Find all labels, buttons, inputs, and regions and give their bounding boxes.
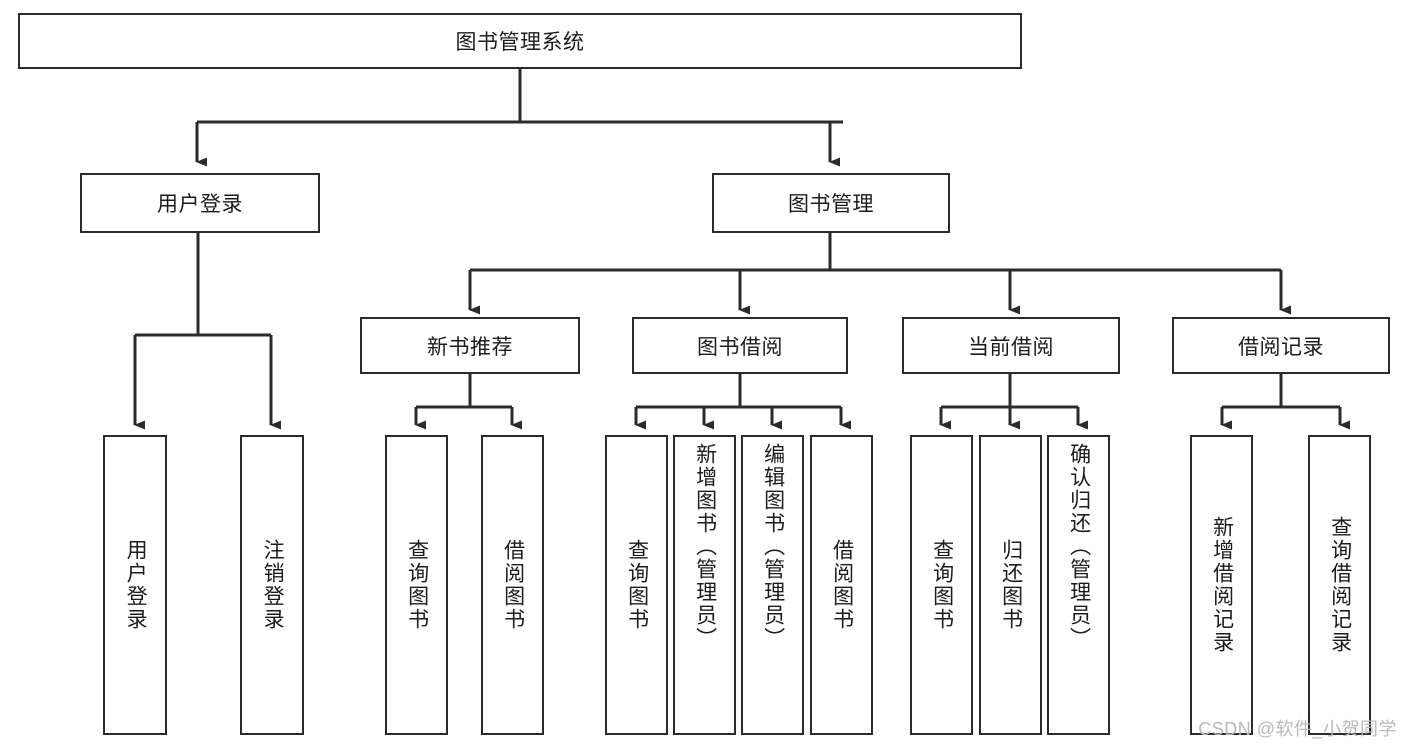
node-current-borrow[interactable]: 当前借阅 [902,317,1120,374]
leaf-book-borrow-add[interactable]: 新增图书（管理员） [673,435,736,735]
leaf-label: 借阅图书 [830,539,854,631]
node-book-management[interactable]: 图书管理 [712,173,950,233]
node-root[interactable]: 图书管理系统 [18,13,1022,69]
leaf-label: 确认归还（管理员） [1067,443,1091,650]
leaf-label: 注销登录 [261,539,285,631]
leaf-book-borrow-edit[interactable]: 编辑图书（管理员） [741,435,804,735]
leaf-label: 新增图书（管理员） [693,443,717,650]
leaf-label: 查询图书 [930,539,954,631]
leaf-book-borrow-lend[interactable]: 借阅图书 [810,435,873,735]
node-new-book-recommend-label: 新书推荐 [427,335,513,359]
leaf-current-borrow-query[interactable]: 查询图书 [910,435,973,735]
node-new-book-recommend[interactable]: 新书推荐 [360,317,580,374]
node-book-borrow-label: 图书借阅 [697,335,783,359]
leaf-book-borrow-query[interactable]: 查询图书 [605,435,668,735]
node-borrow-record[interactable]: 借阅记录 [1172,317,1390,374]
leaf-new-book-borrow[interactable]: 借阅图书 [481,435,544,735]
leaf-label: 编辑图书（管理员） [761,443,785,650]
leaf-label: 归还图书 [999,539,1023,631]
leaf-label: 查询图书 [625,539,649,631]
leaf-borrow-record-add[interactable]: 新增借阅记录 [1190,435,1253,735]
leaf-label: 查询图书 [405,539,429,631]
node-book-management-label: 图书管理 [788,193,874,216]
node-book-borrow[interactable]: 图书借阅 [632,317,848,374]
leaf-borrow-record-query[interactable]: 查询借阅记录 [1308,435,1371,735]
leaf-new-book-query[interactable]: 查询图书 [385,435,448,735]
leaf-user-login-signin[interactable]: 用户登录 [103,435,167,735]
node-borrow-record-label: 借阅记录 [1238,335,1324,359]
node-user-login-label: 用户登录 [157,193,243,216]
leaf-current-borrow-return[interactable]: 归还图书 [979,435,1042,735]
node-user-login[interactable]: 用户登录 [80,173,320,233]
node-root-label: 图书管理系统 [455,31,585,54]
leaf-label: 借阅图书 [501,539,525,631]
leaf-label: 新增借阅记录 [1210,516,1234,654]
node-current-borrow-label: 当前借阅 [968,335,1054,359]
leaf-label: 用户登录 [124,539,148,631]
leaf-current-borrow-confirm[interactable]: 确认归还（管理员） [1047,435,1110,735]
leaf-label: 查询借阅记录 [1328,516,1352,654]
leaf-user-login-signout[interactable]: 注销登录 [240,435,304,735]
